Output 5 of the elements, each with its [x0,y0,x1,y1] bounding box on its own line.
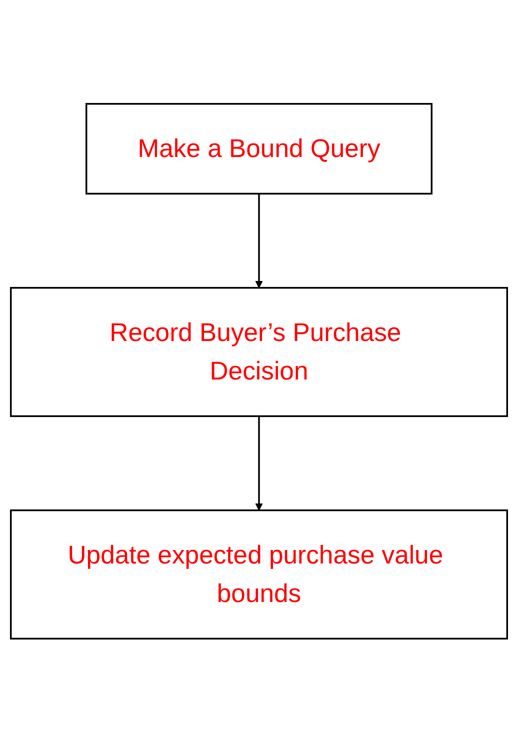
arrow [255,416,263,511]
node-box: Update expected purchase value bounds [10,510,508,640]
arrow [255,194,263,288]
node-box: Make a Bound Query [86,103,432,195]
node-box: Record Buyer’s Purchase Decision [10,287,508,418]
